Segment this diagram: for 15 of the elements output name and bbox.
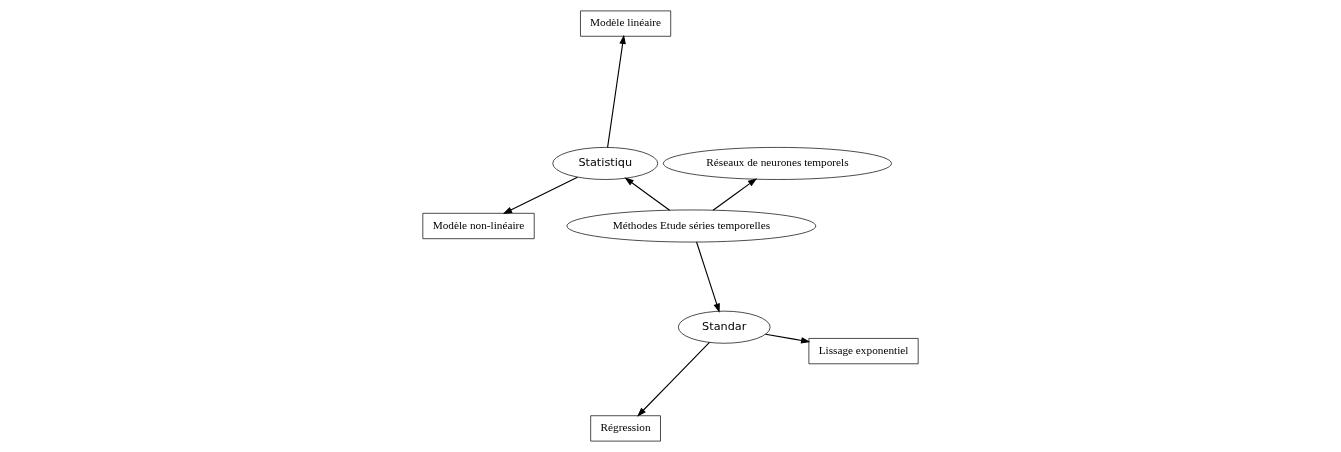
- node-box: Modèle non-linéaire: [422, 212, 535, 240]
- arrow: [607, 34, 626, 148]
- node-ellipse: Statistiqu: [552, 147, 659, 180]
- arrow: [764, 333, 811, 344]
- arrow: [696, 241, 720, 313]
- arrow: [637, 341, 711, 417]
- arrow: [712, 178, 758, 211]
- node-ellipse: Réseaux de neurones temporels: [662, 147, 892, 180]
- arrow: [624, 177, 671, 211]
- node-box: Modèle linéaire: [580, 10, 672, 37]
- node-box: Régression: [590, 415, 661, 442]
- node-ellipse: Standar: [677, 310, 771, 344]
- arrow: [502, 176, 578, 215]
- node-box: Lissage exponentiel: [808, 338, 919, 365]
- node-ellipse: Méthodes Etude séries temporelles: [566, 209, 817, 243]
